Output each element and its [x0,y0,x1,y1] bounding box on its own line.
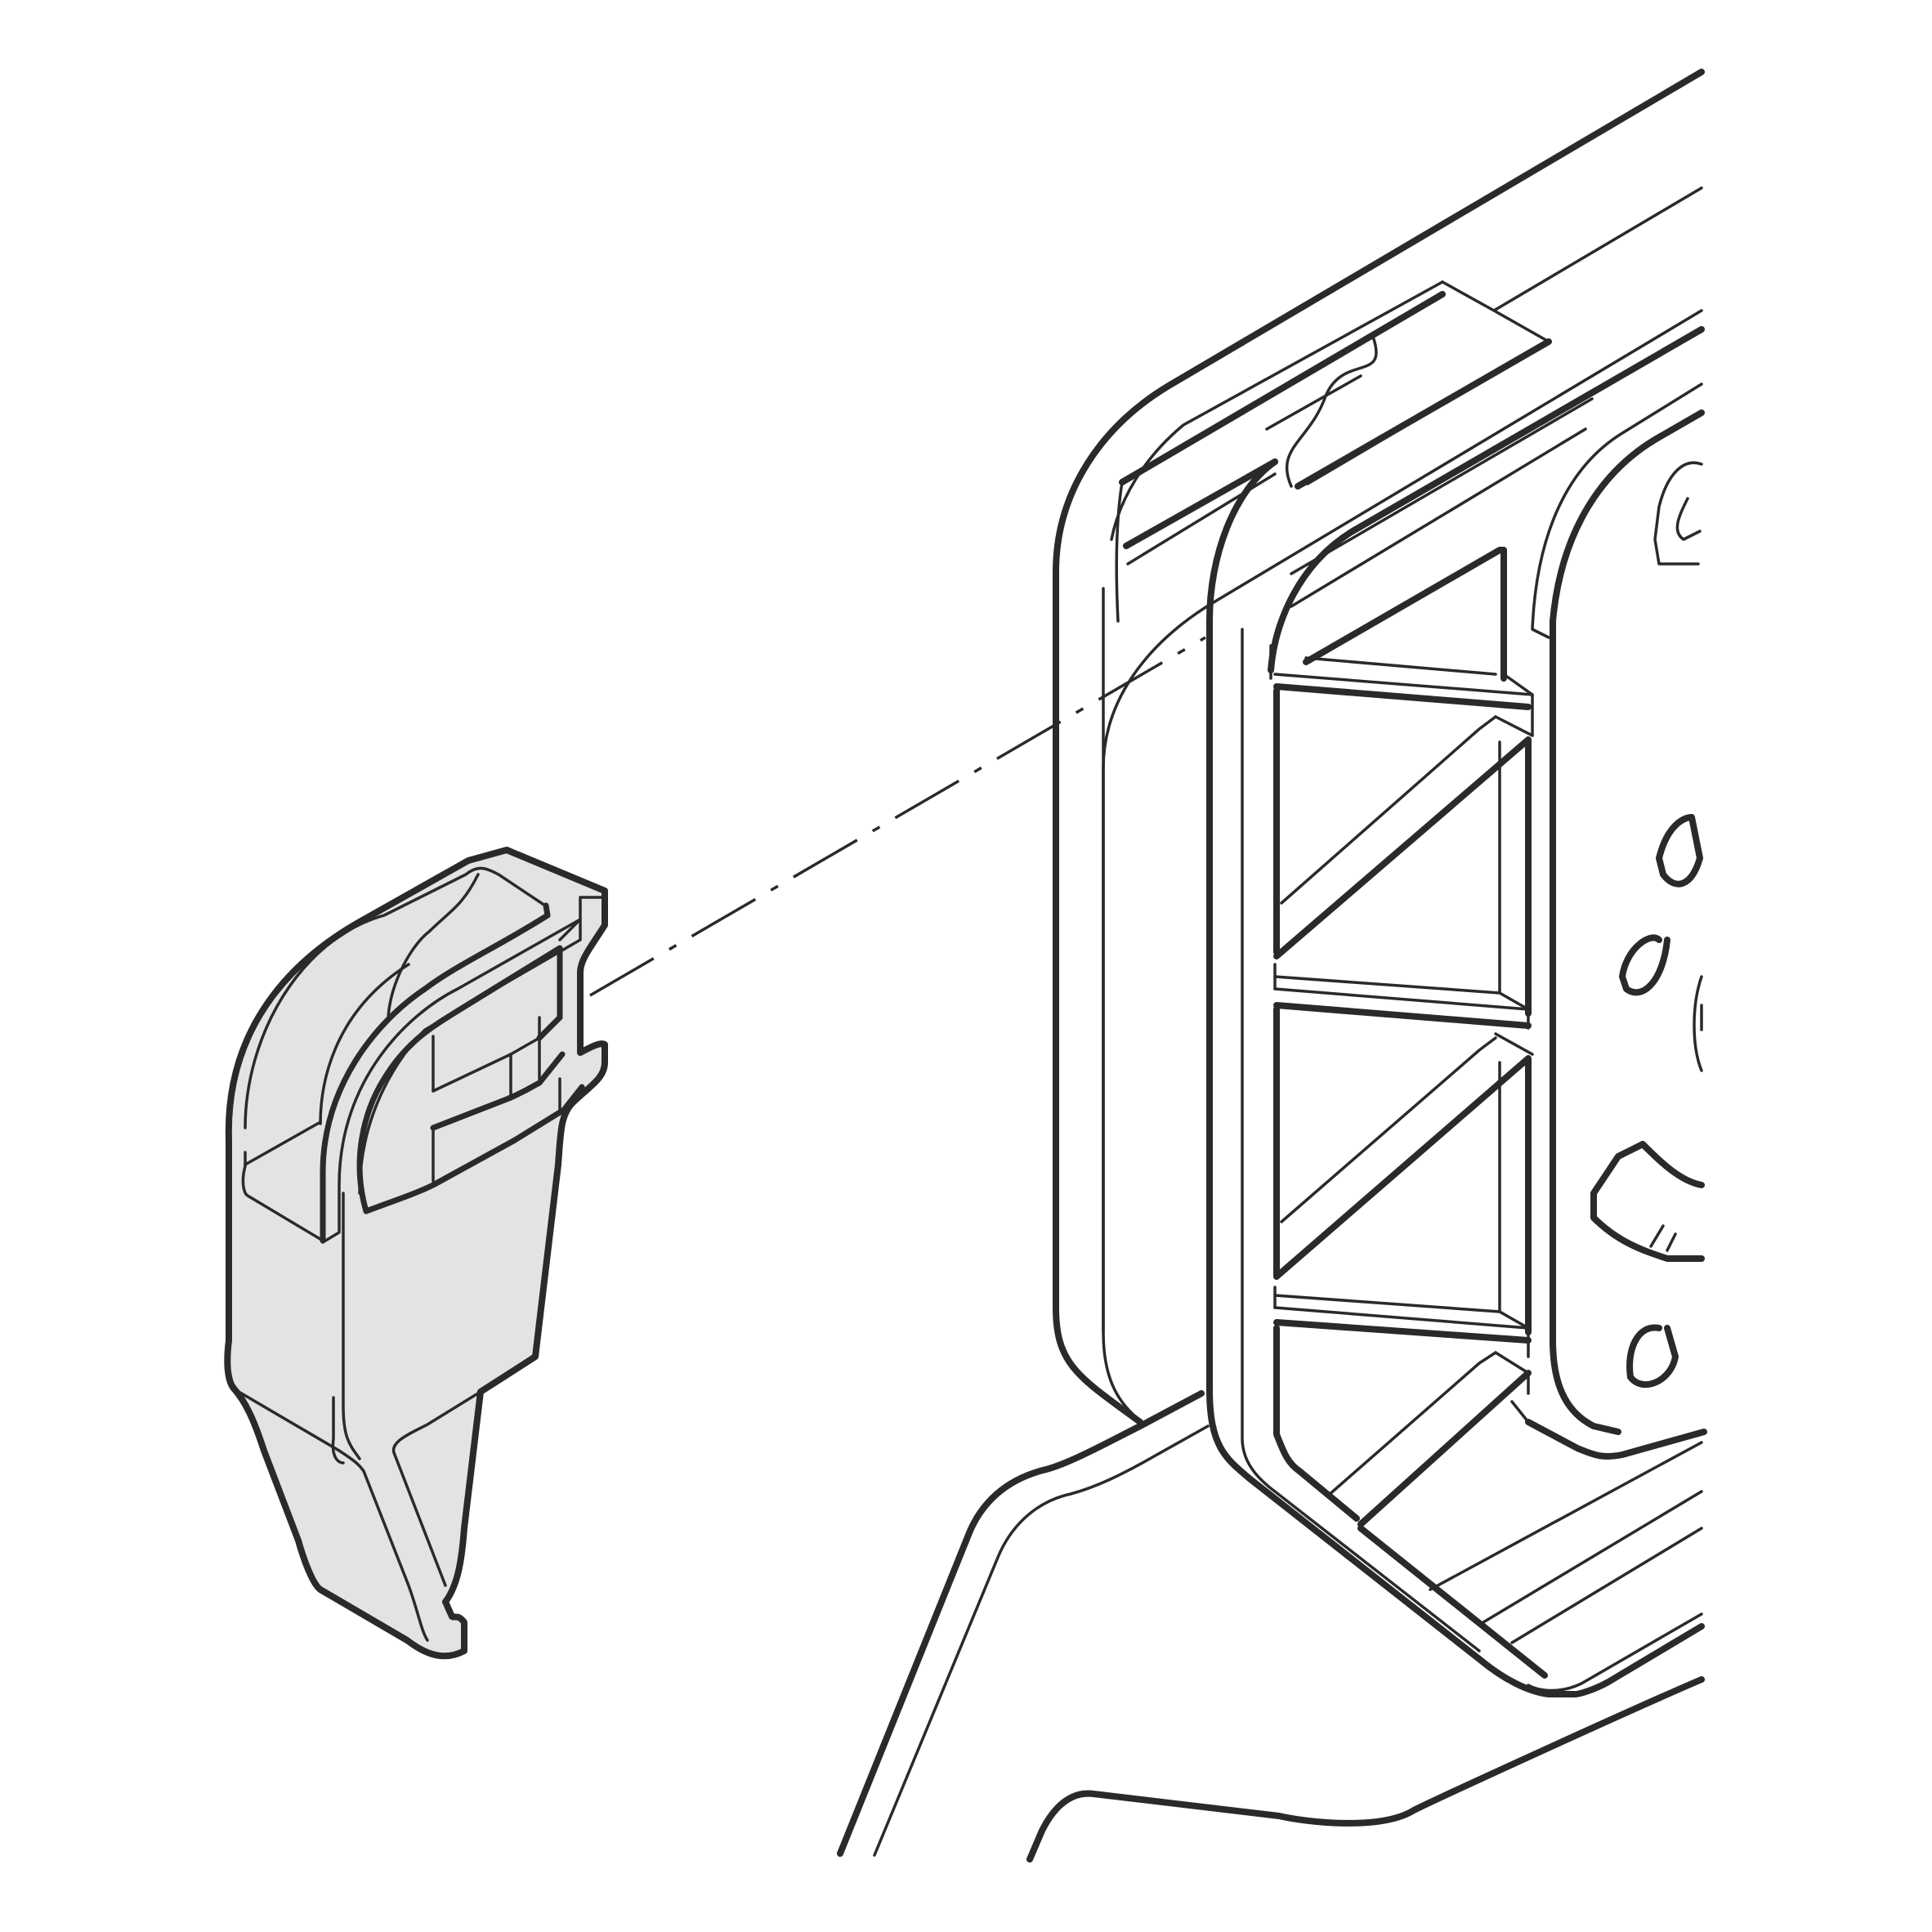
frame-housing [837,69,1707,1863]
trim-clip [224,847,608,1660]
assembly-centerline [589,636,1206,997]
